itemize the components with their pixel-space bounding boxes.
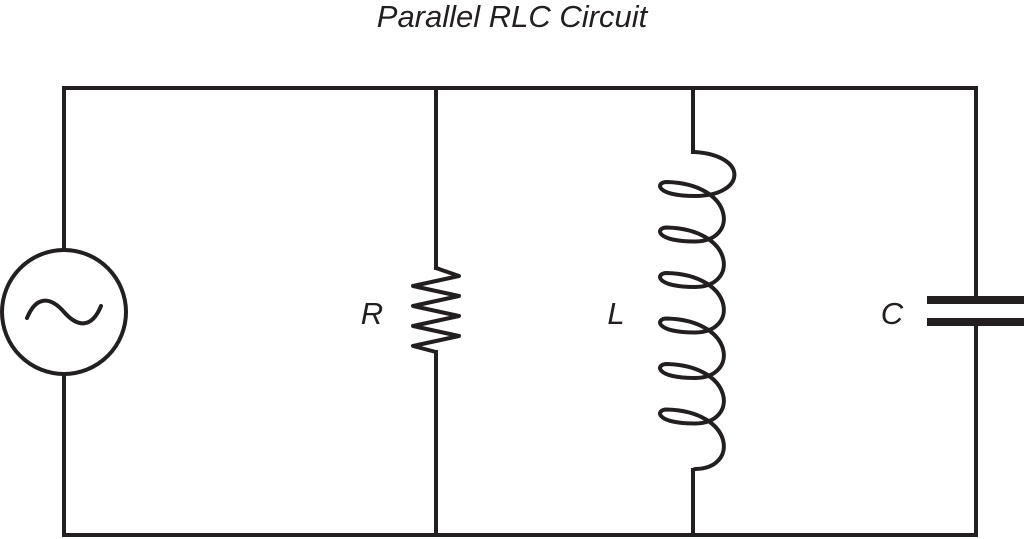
inductor-coil — [658, 150, 737, 472]
inductor: L — [607, 150, 737, 472]
resistor: R — [361, 266, 461, 354]
inductor-label: L — [607, 296, 624, 331]
capacitor: C — [881, 296, 1024, 331]
sine-wave-icon — [25, 298, 103, 326]
diagram-title: Parallel RLC Circuit — [377, 0, 649, 34]
capacitor-plate-top — [927, 296, 1024, 304]
resistor-label: R — [361, 296, 383, 331]
resistor-zigzag — [411, 266, 461, 354]
wires — [62, 86, 978, 537]
ac-source-icon — [0, 248, 128, 376]
capacitor-label: C — [881, 296, 904, 331]
capacitor-plate-bottom — [927, 318, 1024, 326]
